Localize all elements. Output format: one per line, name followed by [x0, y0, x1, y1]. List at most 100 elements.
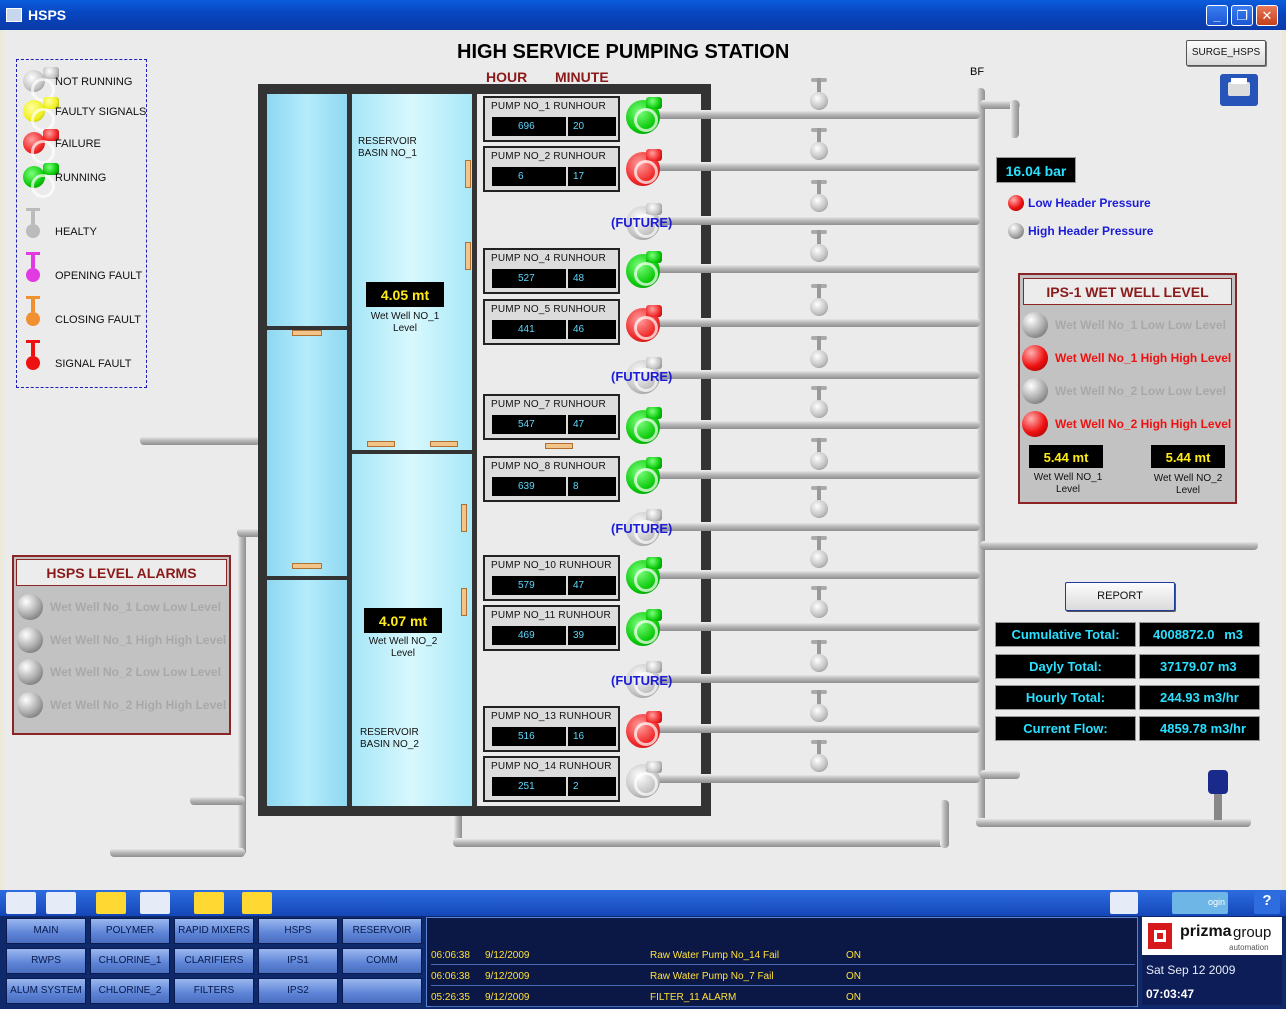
pump-icon[interactable] — [626, 97, 662, 134]
discharge-valve-icon[interactable] — [810, 586, 828, 620]
total-value-number: 4859.78 m3/hr — [1160, 721, 1247, 736]
brand-suffix: group — [1233, 924, 1272, 941]
pump-icon[interactable] — [626, 149, 662, 186]
discharge-valve-icon[interactable] — [810, 284, 828, 318]
print-icon[interactable] — [1220, 74, 1258, 106]
alarm-warning-icon[interactable] — [96, 892, 126, 914]
total-value: 4859.78 m3/hr — [1139, 716, 1260, 741]
pump-icon[interactable] — [626, 203, 662, 240]
nav-rapid-mixers[interactable]: RAPID MIXERS — [174, 918, 254, 944]
nav-polymer[interactable]: POLYMER — [90, 918, 170, 944]
discharge-valve-icon[interactable] — [810, 230, 828, 264]
total-label: Hourly Total: — [995, 685, 1136, 710]
discharge-valve-icon[interactable] — [810, 486, 828, 520]
nav-chlorine-2[interactable]: CHLORINE_2 — [90, 978, 170, 1004]
surge-hsps-button[interactable]: SURGE_HSPS — [1186, 40, 1266, 66]
outlet-pipe-vertical — [453, 790, 462, 845]
pump-icon[interactable] — [626, 457, 662, 494]
log-time: 05:26:35 — [431, 992, 470, 1003]
log-time: 06:06:38 — [431, 950, 470, 961]
discharge-valve-icon[interactable] — [810, 336, 828, 370]
nav-alum-system[interactable]: ALUM SYSTEM — [6, 978, 86, 1004]
restore-button[interactable]: ❐ — [1231, 5, 1253, 26]
discharge-valve-icon[interactable] — [810, 386, 828, 420]
alarm-history-icon[interactable] — [194, 892, 224, 914]
future-pump-label: (FUTURE) — [611, 369, 673, 384]
pump-icon[interactable] — [626, 357, 662, 394]
nav-ips2[interactable]: IPS2 — [258, 978, 338, 1004]
trend-icon[interactable] — [1110, 892, 1138, 914]
hour-header: HOUR — [486, 69, 528, 85]
question-icon[interactable]: ? — [1254, 892, 1280, 914]
valve-magenta-icon — [26, 252, 40, 284]
pump-icon[interactable] — [626, 509, 662, 546]
discharge-valve-icon[interactable] — [810, 128, 828, 162]
bell-icon[interactable] — [242, 892, 272, 914]
nav-chlorine-1[interactable]: CHLORINE_1 — [90, 948, 170, 974]
discharge-valve-icon[interactable] — [810, 180, 828, 214]
gate-marker — [430, 441, 458, 447]
alarm-label: Wet Well No_2 Low Low Level — [50, 665, 221, 679]
log-state: ON — [846, 992, 861, 1003]
login-icon[interactable]: ogin — [1172, 892, 1228, 914]
discharge-valve-icon[interactable] — [810, 78, 828, 112]
help-book-icon[interactable] — [140, 892, 170, 914]
low-header-pressure-label: Low Header Pressure — [1028, 196, 1151, 210]
ips1-ww1-level-display: 5.44 mt — [1029, 445, 1103, 468]
pump-runhour-label: PUMP NO_4 RUNHOUR — [491, 253, 606, 264]
log-state: ON — [846, 950, 861, 961]
report-button[interactable]: REPORT — [1065, 582, 1175, 611]
wet-well1-level-display: 4.05 mt — [366, 282, 444, 307]
pump-runhour-minutes: 17 — [568, 167, 616, 186]
nav-comm[interactable]: COMM — [342, 948, 422, 974]
nav-main[interactable]: MAIN — [6, 918, 86, 944]
ips1-panel-title: IPS-1 WET WELL LEVEL — [1023, 278, 1232, 305]
alarm-label: Wet Well No_1 Low Low Level — [50, 600, 221, 614]
pump-icon[interactable] — [626, 661, 662, 698]
nav-ips1[interactable]: IPS1 — [258, 948, 338, 974]
pump-icon[interactable] — [626, 711, 662, 748]
discharge-valve-icon[interactable] — [810, 438, 828, 472]
pump-icon[interactable] — [626, 407, 662, 444]
nav-empty[interactable] — [342, 978, 422, 1004]
discharge-valve-icon[interactable] — [810, 640, 828, 674]
pump-runhour-hours: 469 — [492, 626, 566, 645]
pump-runhour-label: PUMP NO_1 RUNHOUR — [491, 101, 606, 112]
pump-icon[interactable] — [626, 761, 662, 798]
minimize-button[interactable]: _ — [1206, 5, 1228, 26]
home-icon[interactable] — [6, 892, 36, 914]
nav-hsps[interactable]: HSPS — [258, 918, 338, 944]
wet-well2-level-label: Wet Well NO_2 Level — [368, 636, 438, 659]
report-icon[interactable] — [46, 892, 76, 914]
discharge-valve-icon[interactable] — [810, 536, 828, 570]
nav-clarifiers[interactable]: CLARIFIERS — [174, 948, 254, 974]
pump-icon[interactable] — [626, 251, 662, 288]
discharge-valve-icon[interactable] — [810, 740, 828, 774]
nav-filters[interactable]: FILTERS — [174, 978, 254, 1004]
status-legend — [16, 59, 147, 388]
close-button[interactable]: ✕ — [1256, 5, 1278, 26]
pump-icon[interactable] — [626, 609, 662, 646]
gate-marker — [367, 441, 395, 447]
log-date: 9/12/2009 — [485, 992, 530, 1003]
pump-icon[interactable] — [626, 557, 662, 594]
pump-runhour-label: PUMP NO_8 RUNHOUR — [491, 461, 606, 472]
nav-rwps[interactable]: RWPS — [6, 948, 86, 974]
nav-reservoir[interactable]: RESERVOIR — [342, 918, 422, 944]
valve-red-icon — [26, 340, 40, 372]
discharge-valve-icon[interactable] — [810, 690, 828, 724]
pump-runhour-hours: 6 — [492, 167, 566, 186]
pump-bay — [477, 94, 701, 806]
total-label: Dayly Total: — [995, 654, 1136, 679]
valve-orange-icon — [26, 296, 40, 328]
gate-marker — [292, 330, 322, 336]
alarm-indicator — [1022, 312, 1048, 338]
pump-icon[interactable] — [626, 305, 662, 342]
pump-runhour-hours: 516 — [492, 727, 566, 746]
